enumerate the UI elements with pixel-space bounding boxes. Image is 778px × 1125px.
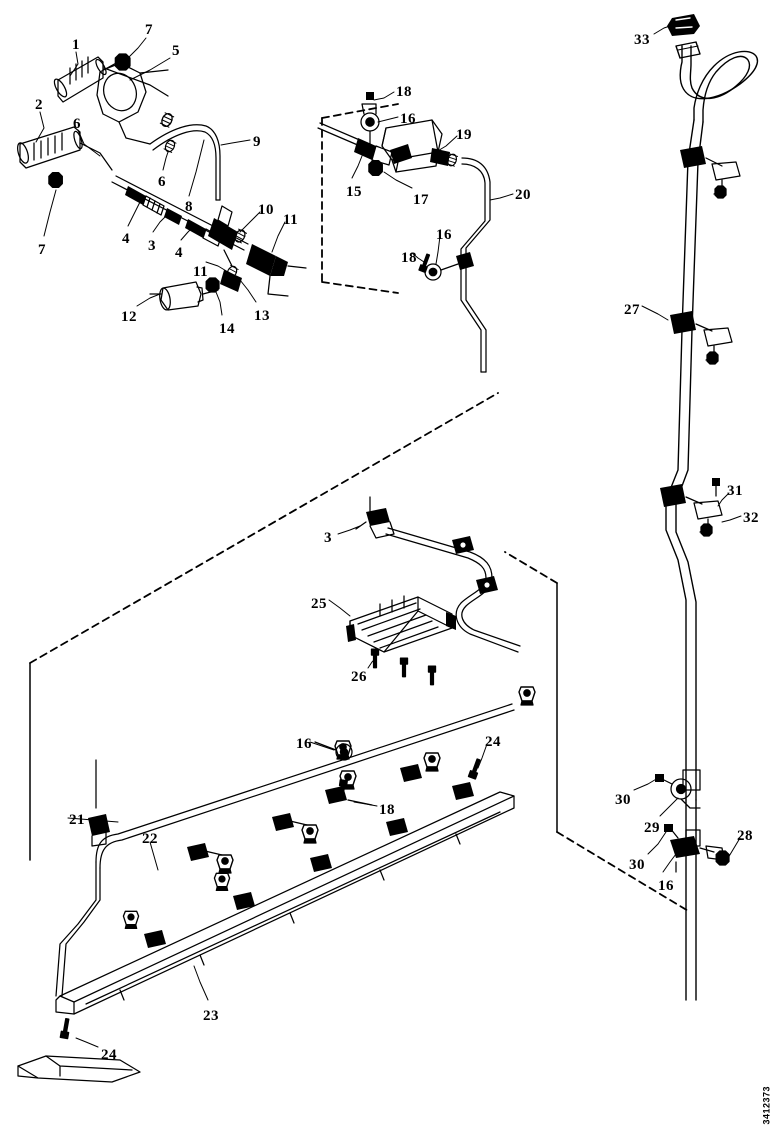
- callout-31: 31: [727, 483, 743, 499]
- callout-6-right: 6: [158, 174, 166, 190]
- callout-7-left: 7: [38, 242, 46, 258]
- callout-19: 19: [456, 127, 472, 143]
- callout-18-upper: 18: [396, 84, 412, 100]
- callout-27: 27: [624, 302, 640, 318]
- callout-5: 5: [172, 43, 180, 59]
- callout-16-mid: 16: [436, 227, 452, 243]
- callout-10: 10: [258, 202, 274, 218]
- callout-30-lower: 30: [629, 857, 645, 873]
- callout-24-bottom: 24: [101, 1047, 117, 1063]
- callout-21: 21: [69, 812, 85, 828]
- callout-29: 29: [644, 820, 660, 836]
- callout-17: 17: [413, 192, 429, 208]
- drawing-number: 3412373: [762, 1086, 772, 1125]
- callout-3-upper: 3: [148, 238, 156, 254]
- callout-32: 32: [743, 510, 759, 526]
- callout-15: 15: [346, 184, 362, 200]
- callout-30-upper: 30: [615, 792, 631, 808]
- callout-1: 1: [72, 37, 80, 53]
- callout-20: 20: [515, 187, 531, 203]
- callout-23: 23: [203, 1008, 219, 1024]
- callout-12: 12: [121, 309, 137, 325]
- callout-24-upper: 24: [485, 734, 501, 750]
- callout-3-lower: 3: [324, 530, 332, 546]
- callout-33: 33: [634, 32, 650, 48]
- callout-4-right: 4: [175, 245, 183, 261]
- callout-18-frame: 18: [379, 802, 395, 818]
- callout-14: 14: [219, 321, 235, 337]
- parts-diagram-sheet: 1 2 7 5 6 7 6 9 8 4 3 4 10 11 11 12 14 1…: [17, 14, 772, 1125]
- callout-16-bottom: 16: [658, 878, 674, 894]
- callout-18-mid: 18: [401, 250, 417, 266]
- callout-28: 28: [737, 828, 753, 844]
- callout-11-mid: 11: [193, 264, 209, 280]
- callout-8: 8: [185, 199, 193, 215]
- callout-13: 13: [254, 308, 270, 324]
- callout-25: 25: [311, 596, 327, 612]
- callout-4-left: 4: [122, 231, 130, 247]
- callout-26: 26: [351, 669, 367, 685]
- callout-16-upper: 16: [400, 111, 416, 127]
- diagram-artwork: [17, 14, 759, 1083]
- callout-2: 2: [35, 97, 43, 113]
- callout-16-frame: 16: [296, 736, 312, 752]
- callout-11-right: 11: [283, 212, 299, 228]
- callout-9: 9: [253, 134, 261, 150]
- callout-6-left: 6: [73, 116, 81, 132]
- callout-7-top: 7: [145, 22, 153, 38]
- callout-22: 22: [142, 831, 158, 847]
